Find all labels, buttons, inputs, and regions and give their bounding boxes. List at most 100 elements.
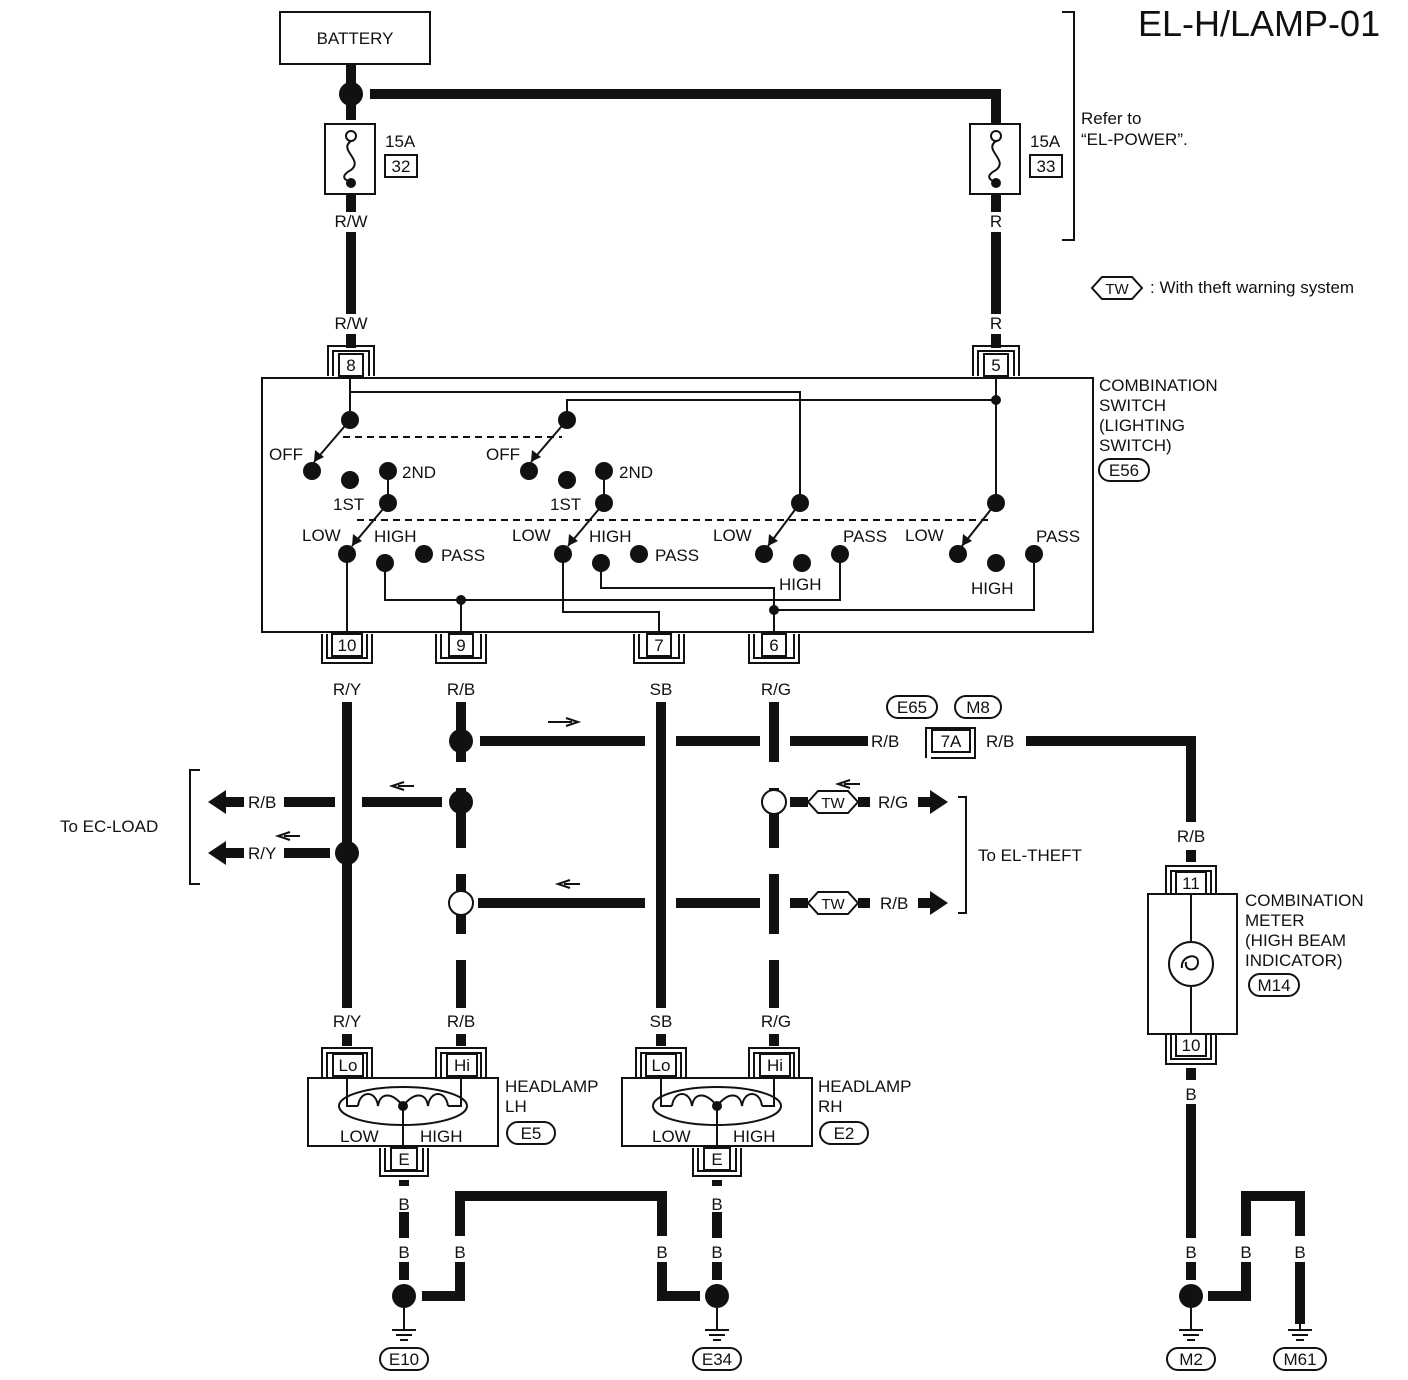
meter-title-2: METER xyxy=(1245,911,1305,930)
switch-title-2: SWITCH xyxy=(1099,396,1166,415)
switch-title-3: (LIGHTING xyxy=(1099,416,1185,435)
lh-title-1: HEADLAMP xyxy=(505,1077,599,1096)
lh-title-2: LH xyxy=(505,1097,527,1116)
rb-label-meter: R/B xyxy=(1177,827,1205,846)
combination-meter-box xyxy=(1147,893,1238,1035)
out-9-line xyxy=(384,563,774,601)
e56-connector: E56 xyxy=(1109,461,1139,480)
sb-label-top: SB xyxy=(650,680,673,699)
lh-lo-pin: Lo xyxy=(339,1056,358,1075)
r2-high-label: HIGH xyxy=(971,579,1014,598)
ground-e10-symbol xyxy=(392,1308,416,1341)
rb-label-jc2: R/B xyxy=(986,732,1014,751)
junction-e65: E65 xyxy=(897,698,927,717)
left-low-label: LOW xyxy=(302,526,341,545)
e65-tag xyxy=(886,695,938,719)
r1-pass-label: PASS xyxy=(843,527,887,546)
r-label-2: R xyxy=(990,314,1002,333)
battery-box xyxy=(279,11,431,65)
ground-m2: M2 xyxy=(1179,1350,1203,1369)
fuse-32-rating: 15A xyxy=(385,132,416,151)
high-beam-indicator-bulb xyxy=(1168,941,1214,987)
e56-connector-tag xyxy=(1098,458,1150,482)
b-label-lh-1: B xyxy=(398,1195,409,1214)
connector-9-shell xyxy=(435,634,487,664)
fuse-32-number: 32 xyxy=(392,157,411,176)
fuse-33-element xyxy=(988,140,1001,183)
rh-low-label: LOW xyxy=(652,1127,691,1146)
ground-e34-symbol xyxy=(705,1308,729,1341)
ry-label-ec: R/Y xyxy=(248,844,276,863)
r1-low-label: LOW xyxy=(713,526,752,545)
switch-title-4: SWITCH) xyxy=(1099,436,1172,455)
b-label-lh-2: B xyxy=(398,1243,409,1262)
pin-10b: 10 xyxy=(1182,1036,1201,1055)
legend-tag-text: TW xyxy=(1105,281,1129,298)
mid-1st-label: 1ST xyxy=(550,495,581,514)
rb-splice-1 xyxy=(449,729,473,753)
connector-5-shell xyxy=(972,345,1020,376)
ground-jumper-wire xyxy=(422,1191,700,1301)
rb-label-top: R/B xyxy=(447,680,475,699)
mid-high-label: HIGH xyxy=(589,527,632,546)
junction-m8: M8 xyxy=(966,698,990,717)
ground-e34-splice xyxy=(705,1284,729,1308)
connector-10b-shell xyxy=(1165,1034,1217,1065)
ry-label-top: R/Y xyxy=(333,680,361,699)
mid-low-label: LOW xyxy=(512,526,551,545)
rh-high-label: HIGH xyxy=(733,1127,776,1146)
pin-9: 9 xyxy=(456,636,465,655)
battery-label: BATTERY xyxy=(317,29,394,48)
pin-7a: 7A xyxy=(941,732,962,751)
pin-5: 5 xyxy=(991,356,1000,375)
r-label-1: R xyxy=(990,212,1002,231)
lh-connector: E5 xyxy=(521,1124,542,1143)
ground-m61-symbol xyxy=(1288,1324,1312,1341)
meter-title-4: INDICATOR) xyxy=(1245,951,1343,970)
e10-tag xyxy=(379,1347,429,1371)
pin-8: 8 xyxy=(346,356,355,375)
page-title: EL-H/LAMP-01 xyxy=(1138,3,1380,44)
pin-6: 6 xyxy=(769,636,778,655)
mid-2nd-label: 2ND xyxy=(619,463,653,482)
connector-7a-shell xyxy=(925,727,976,759)
pin-11: 11 xyxy=(1182,874,1200,893)
ground-e34: E34 xyxy=(702,1350,732,1369)
lh-e-pin: E xyxy=(398,1150,409,1169)
lh-hi-pin: Hi xyxy=(454,1056,470,1075)
ground-m2-splice xyxy=(1179,1284,1203,1308)
refer-bracket xyxy=(1062,11,1075,241)
rg-label-theft: R/G xyxy=(878,793,908,812)
to-el-theft: To EL-THEFT xyxy=(978,846,1082,865)
rh-hi-pin: Hi xyxy=(767,1056,783,1075)
rh-lo-pin: Lo xyxy=(652,1056,671,1075)
ground-e10-splice xyxy=(392,1284,416,1308)
rb-theft-splice xyxy=(448,890,474,916)
left-pass-label: PASS xyxy=(441,546,485,565)
fuse-32-element xyxy=(343,140,356,183)
pin-10: 10 xyxy=(338,636,357,655)
rb-splice-2 xyxy=(449,790,473,814)
meter-title-3: (HIGH BEAM xyxy=(1245,931,1346,950)
fuse33-feed-wire xyxy=(370,89,1001,126)
battery-splice xyxy=(339,82,363,106)
rh-e-pin: E xyxy=(711,1150,722,1169)
rb-label-bottom: R/B xyxy=(447,1012,475,1031)
ground-m61: M61 xyxy=(1283,1350,1316,1369)
ec-load-bracket xyxy=(189,769,200,885)
left-high-label: HIGH xyxy=(374,527,417,546)
pin-7: 7 xyxy=(654,636,663,655)
b-label-meter-1: B xyxy=(1185,1085,1196,1104)
b-label-rh-2: B xyxy=(711,1243,722,1262)
e2-tag xyxy=(819,1121,869,1145)
rh-title-1: HEADLAMP xyxy=(818,1077,912,1096)
rb-meter-wire xyxy=(1026,736,1196,822)
e5-tag xyxy=(506,1121,556,1145)
r2-low-label: LOW xyxy=(905,526,944,545)
fuse-33-rating: 15A xyxy=(1030,132,1061,151)
rw-label-2: R/W xyxy=(334,314,367,333)
connector-7-shell xyxy=(633,634,685,664)
legend-text: : With theft warning system xyxy=(1150,278,1354,297)
refer-note-line2: “EL-POWER”. xyxy=(1081,130,1188,149)
